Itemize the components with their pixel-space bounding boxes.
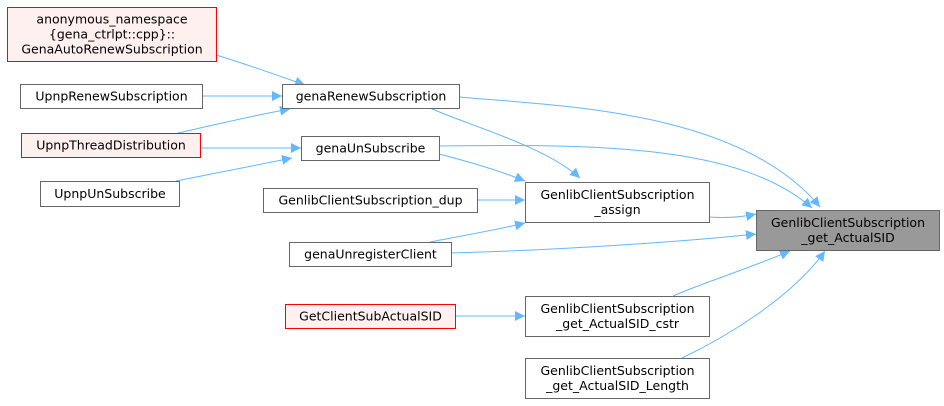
- node-label-line: UpnpThreadDistribution: [36, 138, 186, 153]
- node-label-line: _get_ActualSID: [800, 230, 894, 245]
- node-label-line: GenaAutoRenewSubscription: [21, 42, 202, 57]
- node-box: [285, 304, 456, 329]
- edge-gena_unsub-to-focus: [438, 145, 813, 209]
- node-get-client-sub[interactable]: GetClientSubActualSID: [285, 304, 456, 329]
- edge-length-to-focus: [681, 250, 826, 359]
- node-label-line: GenlibClientSubscription: [771, 215, 925, 230]
- node-box: [525, 296, 710, 337]
- edge-cstr-to-focus: [672, 250, 791, 297]
- node-label-line: _get_ActualSID_Length: [545, 378, 689, 393]
- node-label-line: GenlibClientSubscription: [540, 301, 694, 316]
- node-label-line: UpnpUnSubscribe: [54, 186, 166, 201]
- node-box: [263, 188, 478, 213]
- nodes-layer: anonymous_namespace{gena_ctrlpt::cpp}::G…: [7, 7, 940, 399]
- node-box: [756, 210, 940, 251]
- edge-gena_unsub-to-assign: [438, 153, 526, 182]
- node-label-line: genaRenewSubscription: [296, 89, 447, 104]
- node-label-line: genaUnSubscribe: [316, 141, 426, 156]
- node-box: [7, 7, 217, 62]
- node-label-line: anonymous_namespace: [36, 12, 187, 27]
- node-label-line: genaUnregisterClient: [304, 247, 437, 262]
- node-label-line: UpnpRenewSubscription: [35, 89, 187, 104]
- node-label-line: _assign: [593, 202, 640, 217]
- edge-upnp_unsub-to-gena_unsub: [175, 154, 293, 182]
- node-upnp-thread[interactable]: UpnpThreadDistribution: [21, 133, 201, 158]
- node-length[interactable]: GenlibClientSubscription_get_ActualSID_L…: [525, 358, 710, 399]
- node-box: [289, 242, 452, 267]
- node-box: [40, 181, 180, 207]
- node-assign[interactable]: GenlibClientSubscription_assign: [525, 182, 710, 223]
- edge-unregister-to-focus: [450, 230, 757, 254]
- node-label-line: _get_ActualSID_cstr: [555, 316, 680, 331]
- node-label-line: GenlibClientSubscription: [540, 363, 694, 378]
- node-box: [282, 84, 460, 109]
- node-cstr[interactable]: GenlibClientSubscription_get_ActualSID_c…: [525, 296, 710, 337]
- node-gena-unsub[interactable]: genaUnSubscribe: [301, 136, 440, 161]
- node-box: [20, 84, 203, 109]
- edge-anon_auto_renew-to-gena_renew: [215, 54, 306, 87]
- node-box: [301, 136, 440, 161]
- node-label-line: GenlibClientSubscription_dup: [278, 193, 462, 208]
- edge-gena_renew-to-focus: [458, 96, 821, 208]
- edge-unregister-to-assign: [429, 220, 526, 243]
- node-label-line: GetClientSubActualSID: [299, 309, 442, 324]
- edge-assign-to-focus: [708, 211, 757, 222]
- node-unregister[interactable]: genaUnregisterClient: [289, 242, 452, 267]
- edges-layer: [175, 54, 826, 359]
- node-label-line: GenlibClientSubscription: [540, 187, 694, 202]
- node-box: [525, 182, 710, 223]
- node-label-line: {gena_ctrlpt::cpp}::: [49, 27, 175, 42]
- node-anon-auto-renew[interactable]: anonymous_namespace{gena_ctrlpt::cpp}::G…: [7, 7, 217, 62]
- node-upnp-renew[interactable]: UpnpRenewSubscription: [20, 84, 203, 109]
- node-dup[interactable]: GenlibClientSubscription_dup: [263, 188, 478, 213]
- node-focus[interactable]: GenlibClientSubscription_get_ActualSID: [756, 210, 940, 251]
- edge-upnp_thread-to-gena_renew: [177, 105, 291, 134]
- node-upnp-unsub[interactable]: UpnpUnSubscribe: [40, 181, 180, 207]
- edge-gena_renew-to-assign: [429, 107, 581, 179]
- node-box: [21, 133, 201, 158]
- node-box: [525, 358, 710, 399]
- node-gena-renew[interactable]: genaRenewSubscription: [282, 84, 460, 109]
